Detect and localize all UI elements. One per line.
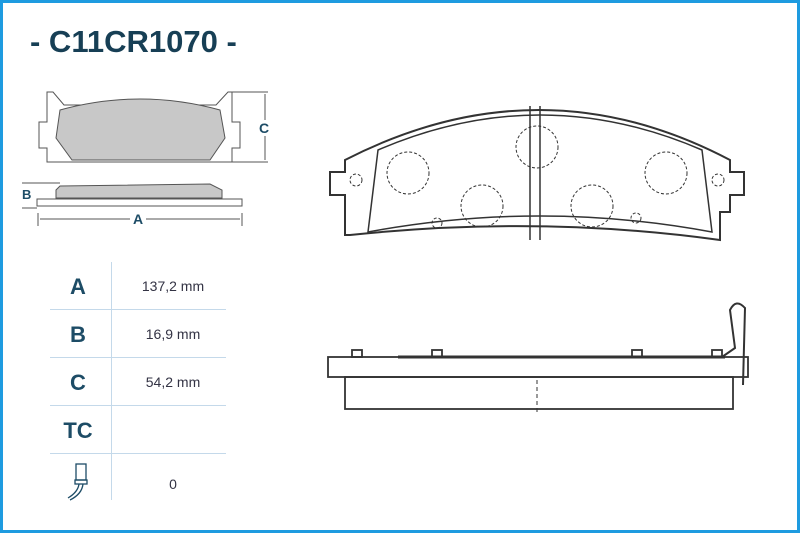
pad-top-view bbox=[329, 106, 745, 242]
backplate-side bbox=[36, 198, 243, 207]
pad-side-view bbox=[327, 302, 749, 412]
spec-label: C bbox=[70, 370, 86, 395]
dim-label-c: C bbox=[259, 120, 269, 136]
spec-row-a: A 137,2 mm bbox=[50, 262, 226, 310]
spec-value: 137,2 mm bbox=[141, 278, 205, 294]
spec-row-b: B 16,9 mm bbox=[50, 310, 226, 358]
table-divider bbox=[111, 262, 112, 500]
spec-row-tc: TC bbox=[50, 406, 226, 454]
friction-pad bbox=[55, 98, 226, 161]
spec-value: 16,9 mm bbox=[145, 326, 201, 342]
spec-row-c: C 54,2 mm bbox=[50, 358, 226, 406]
spec-label: A bbox=[70, 274, 86, 299]
dim-label-b: B bbox=[22, 187, 31, 202]
spec-value: 54,2 mm bbox=[145, 374, 201, 390]
page-title: - C11CR1070 - bbox=[30, 24, 237, 59]
spec-label: TC bbox=[63, 418, 93, 443]
spec-value: 0 bbox=[169, 476, 177, 492]
spec-label: B bbox=[70, 322, 86, 347]
wear-clip bbox=[721, 302, 747, 386]
dim-label-a: A bbox=[133, 211, 143, 227]
wear-sensor-icon bbox=[67, 463, 88, 501]
spec-row-sensor: 0 bbox=[50, 454, 226, 514]
friction-side bbox=[55, 183, 223, 199]
spec-table: A 137,2 mm B 16,9 mm C 54,2 mm TC 0 bbox=[50, 262, 226, 514]
